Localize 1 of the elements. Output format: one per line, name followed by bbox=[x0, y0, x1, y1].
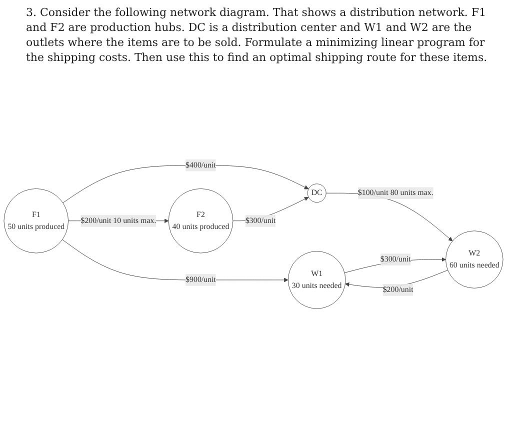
question-text: 3. Consider the following network diagram. That shows a distribution network. F1 and F2 are production hubs. DC is a distribution center and W1 and W2 are the outlets where the items are to be sold. Formulate a minimizing linear program for the shipping costs. Then use this to find an optimal shipping route for these items. bbox=[26, 6, 488, 66]
